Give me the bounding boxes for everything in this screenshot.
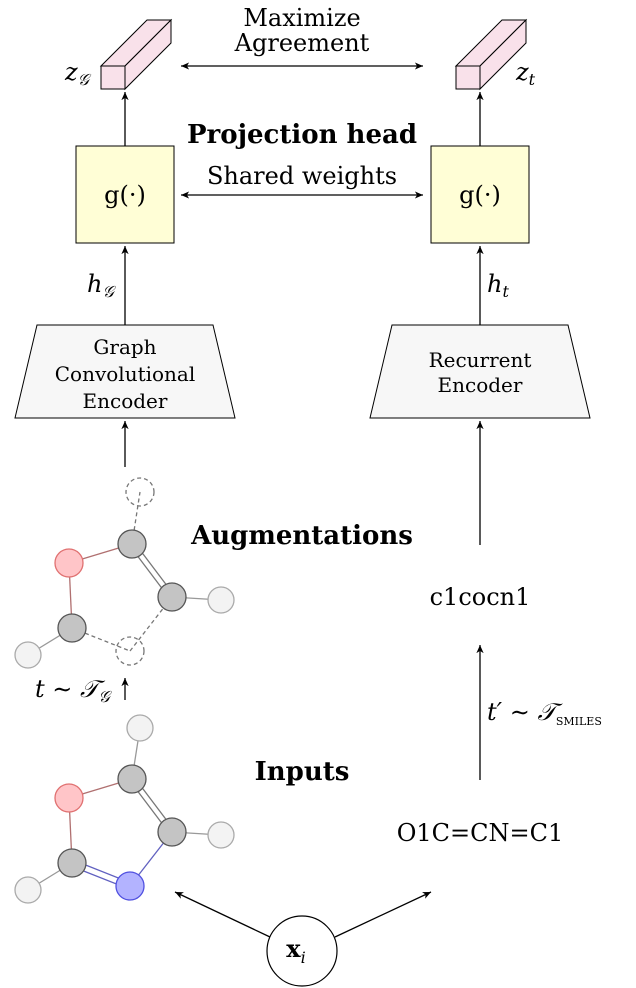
input-to-smiles-arrow bbox=[334, 891, 432, 938]
g-box-left bbox=[75, 145, 175, 244]
carbon-atom bbox=[57, 848, 87, 878]
augmented-smiles: c1cocn1 bbox=[430, 583, 531, 611]
graph-encoder-line2: Convolutional bbox=[55, 362, 196, 386]
agreement-label: Agreement bbox=[234, 29, 370, 57]
oxygen-atom bbox=[54, 548, 84, 578]
hydrogen-atom bbox=[14, 876, 42, 904]
input-to-graph-arrow bbox=[174, 891, 271, 938]
dropped-atom-top bbox=[125, 477, 155, 507]
carbon-atom bbox=[117, 764, 147, 794]
g-right-label: g(·) bbox=[459, 181, 501, 209]
h-right-label: ht bbox=[487, 270, 509, 301]
left-embedding-cube bbox=[99, 18, 173, 91]
carbon-atom bbox=[157, 582, 187, 612]
z-left-label: z𝒢 bbox=[64, 58, 92, 89]
carbon-atom bbox=[117, 529, 147, 559]
input-node-label: xi bbox=[286, 934, 305, 967]
hydrogen-atom bbox=[207, 586, 235, 614]
carbon-atom bbox=[57, 613, 87, 643]
right-embedding-cube bbox=[454, 18, 528, 91]
nitrogen-atom bbox=[115, 871, 145, 901]
maximize-label: Maximize bbox=[243, 4, 360, 32]
inputs-title: Inputs bbox=[255, 757, 350, 787]
smiles-transform-label: t′ ∼ 𝒯SMILES bbox=[487, 698, 602, 728]
graph-transform-label: t ∼ 𝒯𝒢 bbox=[35, 675, 112, 706]
hydrogen-atom bbox=[126, 714, 154, 742]
input-node bbox=[266, 915, 338, 987]
g-left-label: g(·) bbox=[104, 181, 146, 209]
g-box-right bbox=[430, 145, 530, 244]
recurrent-encoder-line2: Encoder bbox=[438, 373, 523, 397]
hydrogen-atom bbox=[14, 641, 42, 669]
graph-encoder-line3: Encoder bbox=[83, 389, 168, 413]
hydrogen-atom bbox=[207, 821, 235, 849]
carbon-atom bbox=[157, 817, 187, 847]
dropped-atom-nitrogen bbox=[115, 636, 145, 666]
h-left-label: h𝒢 bbox=[87, 270, 116, 301]
shared-weights-label: Shared weights bbox=[207, 162, 397, 190]
augmentations-title: Augmentations bbox=[190, 521, 413, 551]
recurrent-encoder-line1: Recurrent bbox=[429, 348, 532, 372]
projection-head-title: Projection head bbox=[187, 120, 417, 150]
z-right-label: zt bbox=[515, 58, 536, 89]
input-smiles: O1C=CN=C1 bbox=[397, 819, 564, 847]
graph-encoder-line1: Graph bbox=[93, 335, 156, 359]
recurrent-encoder-block bbox=[369, 324, 591, 419]
oxygen-atom bbox=[54, 783, 84, 813]
input-molecule-graph bbox=[14, 714, 235, 904]
graph-encoder-block bbox=[14, 324, 236, 419]
augmented-molecule-graph bbox=[14, 477, 235, 669]
